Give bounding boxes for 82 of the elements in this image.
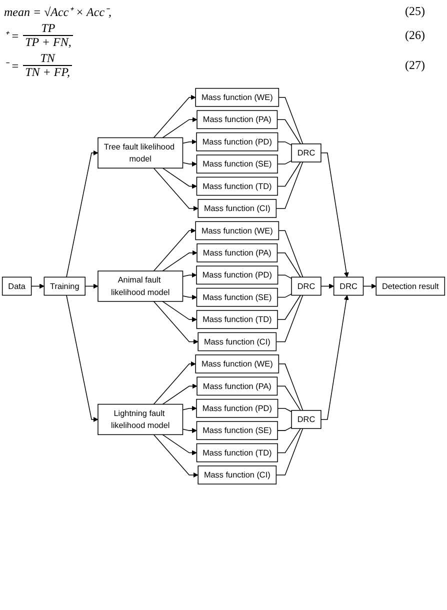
equation-number: (25): [405, 4, 425, 18]
process-box: Detection result: [376, 276, 446, 296]
arrow: [182, 272, 197, 278]
equation-number: (26): [405, 28, 425, 42]
process-box: Lightning fault likelihood model: [98, 404, 184, 436]
process-box: Mass function (SE): [196, 154, 278, 174]
arrow: [66, 150, 98, 278]
arrow: [182, 406, 197, 411]
process-box: Mass function (TD): [196, 443, 278, 462]
arrow: [320, 284, 334, 289]
process-box: Mass function (CI): [198, 466, 277, 484]
connector-line: [277, 408, 292, 412]
arrow: [30, 284, 44, 289]
arrow: [84, 284, 98, 289]
process-box: Mass function (PD): [196, 266, 278, 285]
arrow: [153, 301, 198, 344]
connector-line: [278, 364, 304, 411]
fraction-denominator: TP + FN,: [24, 36, 72, 48]
fraction-denominator: TN + FP,: [24, 66, 71, 78]
process-box: Mass function (TD): [196, 310, 278, 329]
fraction-numerator: TN: [23, 52, 72, 66]
process-box: Mass function (TD): [196, 176, 278, 196]
arrow: [182, 161, 197, 167]
connector-line: [277, 160, 292, 164]
equation-text: ⁺ =: [4, 28, 20, 44]
process-box: Mass function (WE): [195, 88, 280, 107]
arrow: [153, 228, 196, 272]
fraction-numerator: TP: [23, 22, 74, 36]
connector-line: [276, 386, 301, 411]
connector-line: [278, 97, 304, 144]
process-box: Mass function (SE): [196, 421, 278, 440]
connector-line: [277, 294, 301, 320]
process-box: Mass function (WE): [195, 221, 280, 240]
arrow: [162, 384, 198, 405]
process-box: Mass function (PA): [196, 243, 278, 262]
process-box: Tree fault likelihood model: [98, 137, 184, 168]
process-box: Mass function (PA): [196, 110, 278, 130]
equation-text: mean = √Acc⁺ × Acc⁻,: [4, 4, 112, 20]
arrow: [162, 301, 197, 322]
arrow: [153, 361, 196, 405]
arrow: [162, 434, 197, 456]
arrow: [182, 139, 197, 144]
connector-line: [276, 119, 301, 144]
connector-line: [277, 294, 292, 298]
arrow: [320, 152, 349, 278]
connector-line: [277, 162, 301, 187]
process-box: DRC: [291, 410, 322, 429]
process-box: Mass function (CI): [198, 199, 277, 218]
connector-line: [278, 230, 304, 278]
arrow: [162, 250, 198, 272]
connector-line: [276, 162, 304, 209]
arrow: [182, 294, 197, 300]
arrow: [362, 284, 376, 289]
process-box: Mass function (SE): [196, 288, 278, 307]
process-box: Mass function (PA): [196, 376, 278, 396]
connector-line: [277, 141, 292, 146]
connector-line: [277, 274, 292, 279]
equation-number: (27): [405, 58, 425, 72]
arrow: [320, 295, 349, 420]
connector-line: [276, 428, 304, 476]
equation-text: ⁻ =: [4, 58, 20, 74]
connector-line: [276, 252, 301, 278]
connector-line: [277, 428, 301, 454]
process-box: Animal fault likelihood model: [98, 270, 184, 302]
process-box: Training: [44, 276, 86, 296]
connector-line: [276, 294, 304, 342]
arrow: [66, 294, 98, 422]
arrow: [153, 434, 198, 478]
process-box: Mass function (PD): [196, 398, 278, 418]
arrow: [162, 168, 197, 189]
arrow: [153, 168, 198, 212]
connector-line: [277, 426, 292, 431]
arrow: [182, 428, 197, 434]
process-box: Mass function (CI): [198, 332, 277, 352]
process-box: DRC: [291, 276, 322, 296]
process-box: DRC: [291, 143, 322, 162]
arrow: [162, 117, 198, 138]
process-box: Mass function (WE): [195, 354, 280, 374]
arrow: [153, 94, 196, 138]
process-box: Mass function (PD): [196, 132, 278, 152]
process-box: Data: [2, 276, 32, 296]
process-box: DRC: [333, 276, 364, 296]
